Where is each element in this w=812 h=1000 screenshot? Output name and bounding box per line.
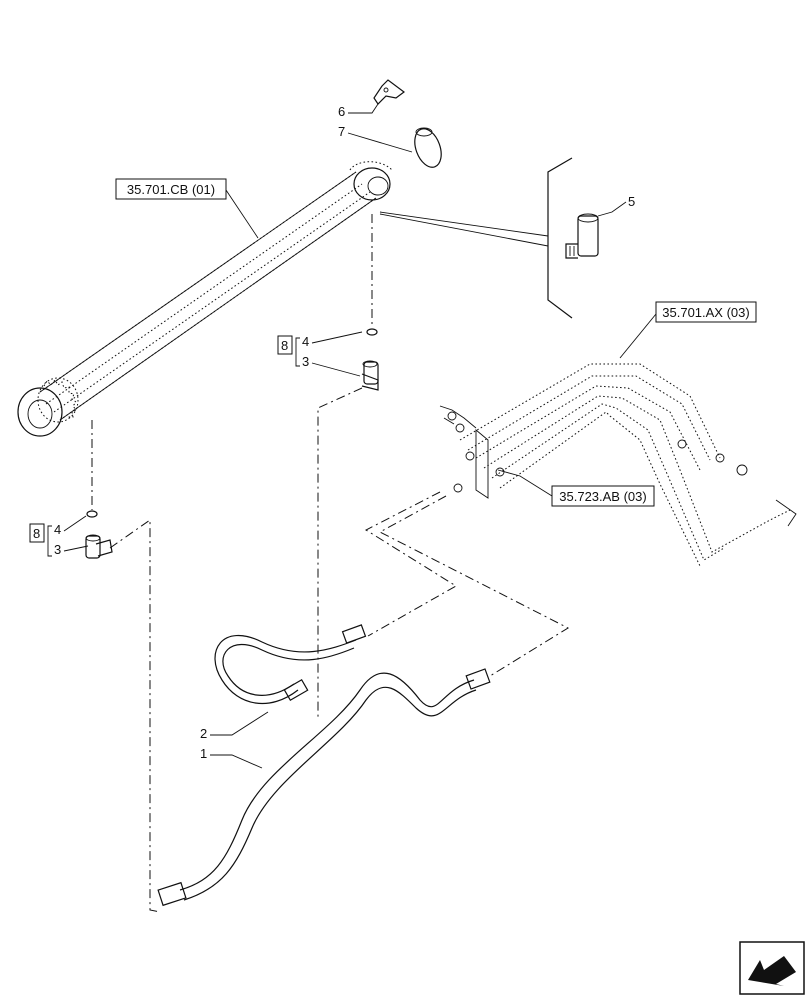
callout-4-lower: 4 [54,522,61,537]
valve-ref-leader [497,469,553,497]
elbow-fitting-part-5 [565,213,599,259]
leader-3-upper [311,362,361,377]
leader-4-upper [311,331,363,344]
leader-5-lines [379,211,549,247]
kit-8-upper-label[interactable]: 8 [281,338,288,353]
kit-8-lower-bracket [47,525,52,557]
callout-7: 7 [338,124,345,139]
callout-3-upper: 3 [302,354,309,369]
kit-8-upper-box[interactable] [277,335,293,355]
valve-tube-assembly [439,363,797,567]
leader-1 [210,754,263,769]
elbow-part-3-lower [85,534,113,559]
cylinder-ref-label[interactable]: 35.701.CB (01) [127,182,215,197]
leader-2 [210,711,269,736]
kit-8-lower-box[interactable] [29,523,45,543]
callout-5: 5 [628,194,635,209]
clamp-part-7 [414,127,442,168]
next-page-arrow-icon[interactable] [739,941,805,995]
valve-ref-label[interactable]: 35.723.AB (03) [559,489,646,504]
assembly-centerlines [91,214,570,913]
callout-4-upper: 4 [302,334,309,349]
elbow-part-3-upper [361,360,379,391]
kit-8-upper-bracket [295,337,300,367]
cylinder-ref-box[interactable] [115,178,227,200]
leader-4-lower [63,515,87,532]
leader-5 [597,201,627,217]
tubes-ref-box[interactable] [655,301,757,323]
hose-part-2 [214,624,367,705]
tubes-ref-leader [619,313,657,359]
kit-8-lower-label[interactable]: 8 [33,526,40,541]
item-5-bracket [547,157,573,319]
valve-ref-box[interactable] [551,485,655,507]
callout-2: 2 [200,726,207,741]
callout-3-lower: 3 [54,542,61,557]
tubes-ref-label[interactable]: 35.701.AX (03) [662,305,749,320]
o-ring-part-4-upper [366,328,378,336]
callout-6: 6 [338,104,345,119]
leader-7 [347,132,413,153]
bracket-part-6 [373,79,405,105]
cylinder-ref-leader [225,189,259,239]
leader-3-lower [63,545,89,552]
hose-part-1 [157,668,491,907]
leader-6 [348,103,379,114]
callout-1: 1 [200,746,207,761]
o-ring-part-4-lower [86,510,98,518]
hydraulic-cylinder [17,161,393,437]
